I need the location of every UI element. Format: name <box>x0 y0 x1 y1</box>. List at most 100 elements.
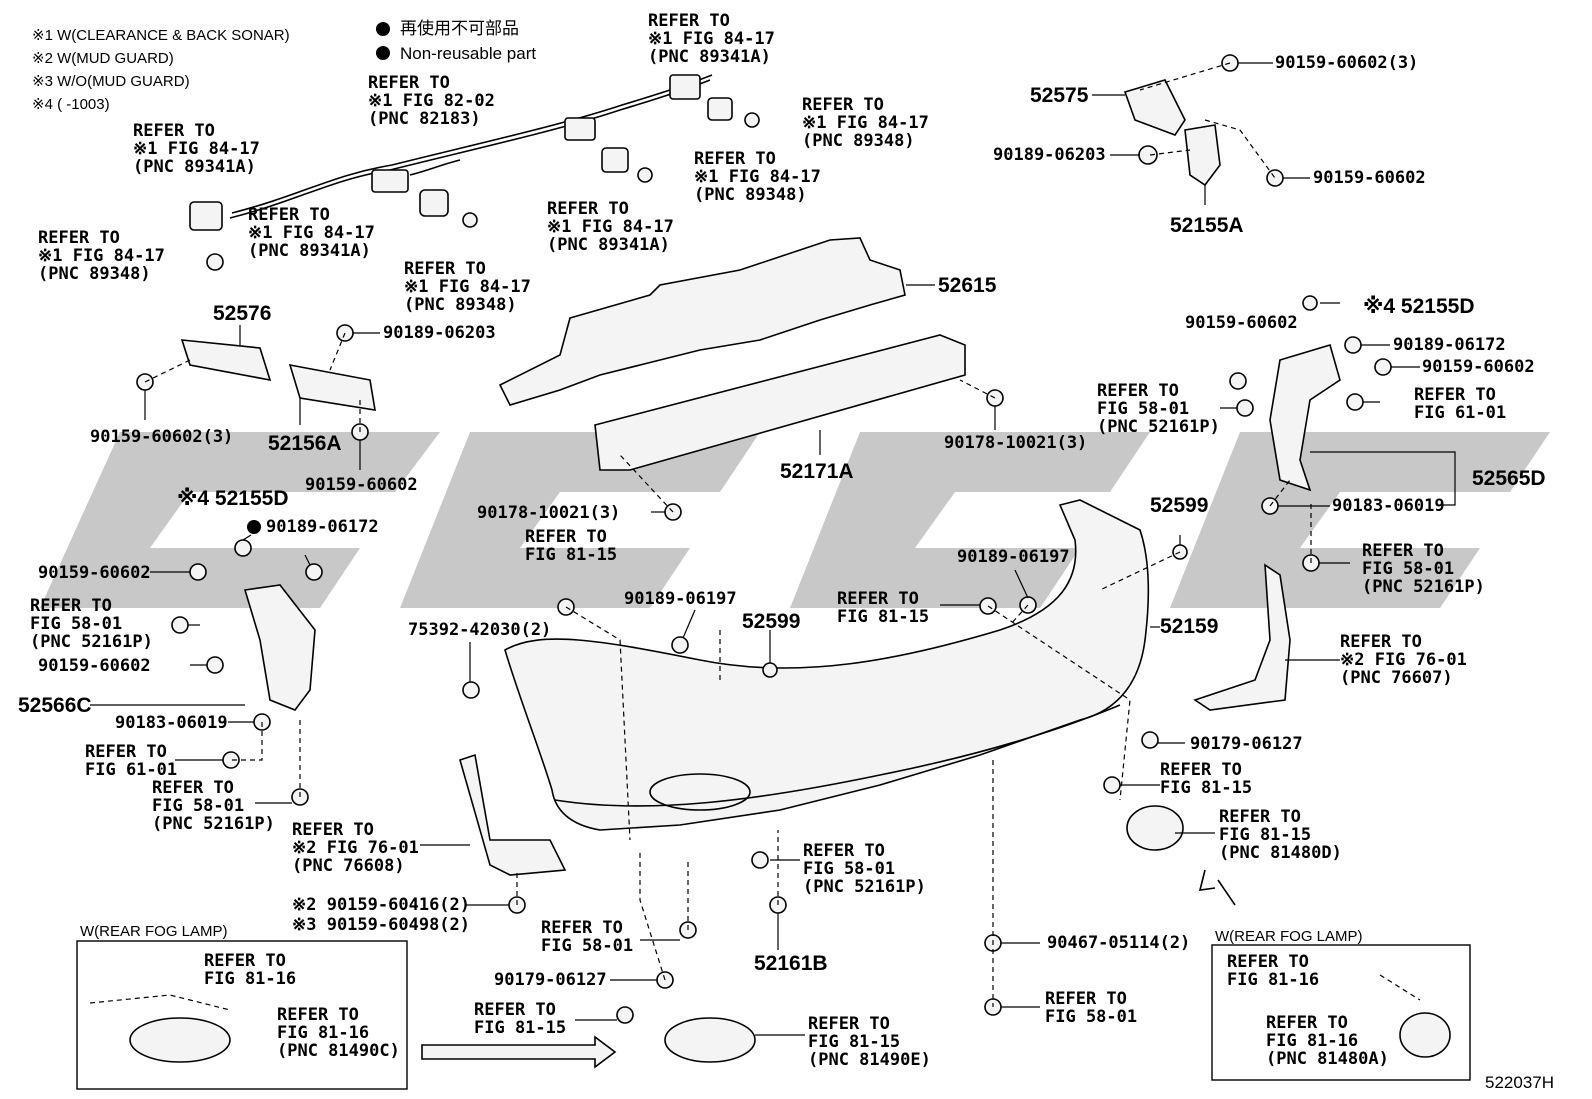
refer-to-label: (PNC 89348) <box>38 264 151 284</box>
refer-to-label: FIG 81-15 <box>1160 778 1252 798</box>
pn-90178-center: 90178-10021(3) <box>477 503 620 523</box>
refer-to-label: REFER TO <box>525 527 607 547</box>
pn-90183-left: 90183-06019 <box>115 713 228 733</box>
pn-90178-right: 90178-10021(3) <box>944 433 1087 453</box>
refer-to-label: REFER TO <box>292 820 374 840</box>
pn-90159-60602-3-left: 90159-60602(3) <box>90 427 233 447</box>
nonreusable-bullet-icon <box>247 520 261 534</box>
refer-to-label: (PNC 81480A) <box>1266 1049 1389 1069</box>
refer-to-label: FIG 58-01 <box>152 796 244 816</box>
refer-to-label: FIG 81-15 <box>1219 825 1311 845</box>
refer-to-label: REFER TO <box>648 11 730 31</box>
refer-to-label: ※2 FIG 76-01 <box>1340 650 1467 670</box>
refer-to-label: ※1 FIG 84-17 <box>404 277 531 297</box>
refer-to-label: (PNC 89341A) <box>248 241 371 261</box>
legend-note-4: ※4 ( -1003) <box>32 96 110 113</box>
mudguard-right <box>1193 563 1291 711</box>
pn-90189-06197-center: 90189-06197 <box>624 589 737 609</box>
refer-to-label: FIG 58-01 <box>803 859 895 879</box>
bumper-cover-52159 <box>504 499 1150 831</box>
refer-to-label: FIG 61-01 <box>85 760 177 780</box>
refer-to-label: REFER TO <box>1414 385 1496 405</box>
legend-nonreusable-jp: 再使用不可部品 <box>400 18 519 38</box>
refer-to-label: REFER TO <box>133 121 215 141</box>
pn-90159-60602-left: 90159-60602 <box>305 475 418 495</box>
legend-nonreusable-en: Non-reusable part <box>400 44 536 63</box>
pn-90183-right: 90183-06019 <box>1332 496 1445 516</box>
refer-to-label: REFER TO <box>837 589 919 609</box>
refer-to-label: REFER TO <box>404 259 486 279</box>
pn-90159-60602-3-top: 90159-60602(3) <box>1275 53 1418 73</box>
refer-to-label: (PNC 52161P) <box>30 632 153 652</box>
pn-52155A: 52155A <box>1170 214 1244 237</box>
pn-52161B: 52161B <box>754 952 828 975</box>
pn-52599-center: 52599 <box>742 610 800 633</box>
refer-to-label: FIG 81-15 <box>837 607 929 627</box>
refer-to-label: REFER TO <box>368 73 450 93</box>
refer-to-label: FIG 61-01 <box>1414 403 1506 423</box>
assembly-lines <box>144 62 1312 1007</box>
nonreusable-bullet-icon <box>376 22 390 36</box>
pn-52566C: 52566C <box>18 694 92 717</box>
pn-52576: 52576 <box>213 302 271 325</box>
refer-to-label: ※1 FIG 84-17 <box>694 167 821 187</box>
pn-52155D-right: ※4 52155D <box>1363 295 1475 318</box>
refer-to-label: REFER TO <box>1362 541 1444 561</box>
direction-arrow-right <box>421 1035 617 1069</box>
refer-to-label: ※1 FIG 84-17 <box>802 113 929 133</box>
pn-52159: 52159 <box>1160 615 1218 638</box>
refer-to-label: (PNC 89348) <box>694 185 807 205</box>
pn-90189-06172-left: 90189-06172 <box>266 517 379 537</box>
refer-to-label: (PNC 81480D) <box>1219 843 1342 863</box>
pn-90159-l1: 90159-60602 <box>38 563 151 583</box>
refer-to-label: REFER TO <box>1219 807 1301 827</box>
leader-lines <box>90 62 1456 1036</box>
bracket-52565D <box>1269 344 1341 492</box>
nonreusable-bullet-icon <box>376 46 390 60</box>
refer-to-label: FIG 81-15 <box>525 545 617 565</box>
inset-left-title: W(REAR FOG LAMP) <box>80 923 228 940</box>
refer-to-label: ※1 FIG 84-17 <box>547 217 674 237</box>
refer-to-label: REFER TO <box>1340 632 1422 652</box>
refer-to-label: (PNC 82183) <box>368 109 481 129</box>
sonar-wire-harness <box>189 74 713 231</box>
pn-90189-06203-left: 90189-06203 <box>383 323 496 343</box>
part-numbers: 52575 52155A 52615 52576 52156A 52171A ※… <box>18 53 1554 1092</box>
pn-90159-60498: ※3 90159-60498(2) <box>292 915 470 935</box>
pn-90179-center: 90179-06127 <box>494 970 607 990</box>
refer-to-label: FIG 81-15 <box>808 1032 900 1052</box>
refer-to-label: (PNC 76607) <box>1340 668 1453 688</box>
refer-to-label: REFER TO <box>1097 381 1179 401</box>
fog-lamp-center <box>664 1017 756 1063</box>
bracket-52566C <box>243 584 316 711</box>
refer-to-label: REFER TO <box>38 228 120 248</box>
legend-note-1: ※1 W(CLEARANCE & BACK SONAR) <box>32 27 290 44</box>
refer-to-label: REFER TO <box>541 918 623 938</box>
inset-titles: W(REAR FOG LAMP) W(REAR FOG LAMP) <box>80 923 1363 945</box>
refer-to-label: (PNC 52161P) <box>1097 417 1220 437</box>
refer-to-label: FIG 81-16 <box>204 969 296 989</box>
refer-to-labels: REFER TO※1 FIG 84-17(PNC 89341A)REFER TO… <box>30 11 1506 1070</box>
mudguard-left <box>459 753 567 876</box>
refer-to-label: REFER TO <box>808 1014 890 1034</box>
refer-to-label: (PNC 52161P) <box>152 814 275 834</box>
legend-note-3: ※3 W/O(MUD GUARD) <box>32 73 190 90</box>
pn-52155D-left: ※4 52155D <box>177 487 289 510</box>
refer-to-label: (PNC 89341A) <box>648 47 771 67</box>
refer-to-label: REFER TO <box>1045 989 1127 1009</box>
retainer-52156A <box>288 363 376 411</box>
retainer-52576 <box>180 339 272 382</box>
retainer-52155A <box>1184 124 1221 187</box>
refer-to-label: (PNC 89348) <box>404 295 517 315</box>
pn-90189-06203-top: 90189-06203 <box>993 145 1106 165</box>
refer-to-label: ※1 FIG 84-17 <box>133 139 260 159</box>
refer-to-label: REFER TO <box>1227 952 1309 972</box>
refer-to-label: ※1 FIG 84-17 <box>248 223 375 243</box>
fog-lamp-right <box>1126 805 1184 851</box>
inset-left <box>76 940 408 1090</box>
refer-to-label: ※1 FIG 84-17 <box>38 246 165 266</box>
sonar-sensor-icons <box>206 97 760 271</box>
refer-to-label: (PNC 52161P) <box>1362 577 1485 597</box>
pn-52156A: 52156A <box>268 432 342 455</box>
refer-to-label: FIG 58-01 <box>541 936 633 956</box>
